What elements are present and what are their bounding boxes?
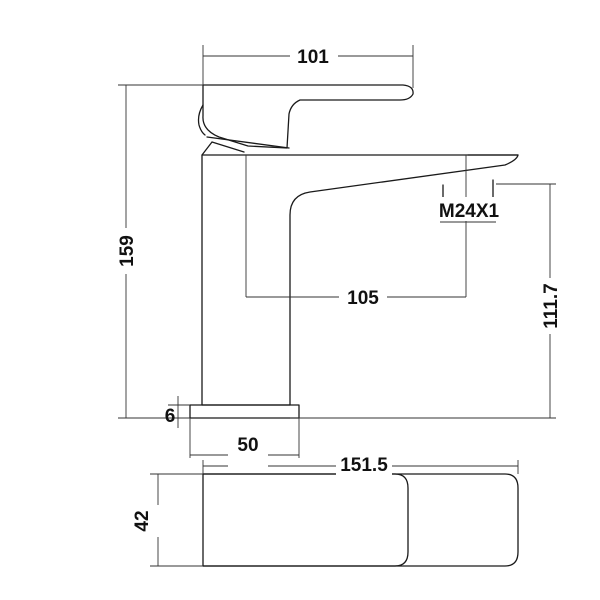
handle-base-line [206,136,290,149]
side-dimensions [118,45,556,458]
label-base-thickness: 6 [165,406,176,427]
base-top-inner [202,473,409,567]
label-spout-height: 111.7 [541,283,562,328]
side-elevation [189,84,519,419]
handle-lever [202,84,414,149]
base-top-outline [202,473,519,567]
faucet-body [201,154,519,406]
top-view [150,460,519,567]
handle-collar [201,141,245,156]
label-handle-length: 101 [297,47,329,68]
label-base-length: 151.5 [340,455,388,476]
cartridge-knob [197,104,206,136]
base-plate [189,404,300,419]
dimension-labels: 101 159 M24X1 105 111.7 6 50 151.5 42 [112,42,564,537]
label-total-height: 159 [117,235,138,267]
label-body-width: 50 [237,435,258,456]
label-base-width: 42 [132,510,153,531]
label-spout-reach: 105 [347,288,379,309]
label-thread: M24X1 [439,201,500,222]
